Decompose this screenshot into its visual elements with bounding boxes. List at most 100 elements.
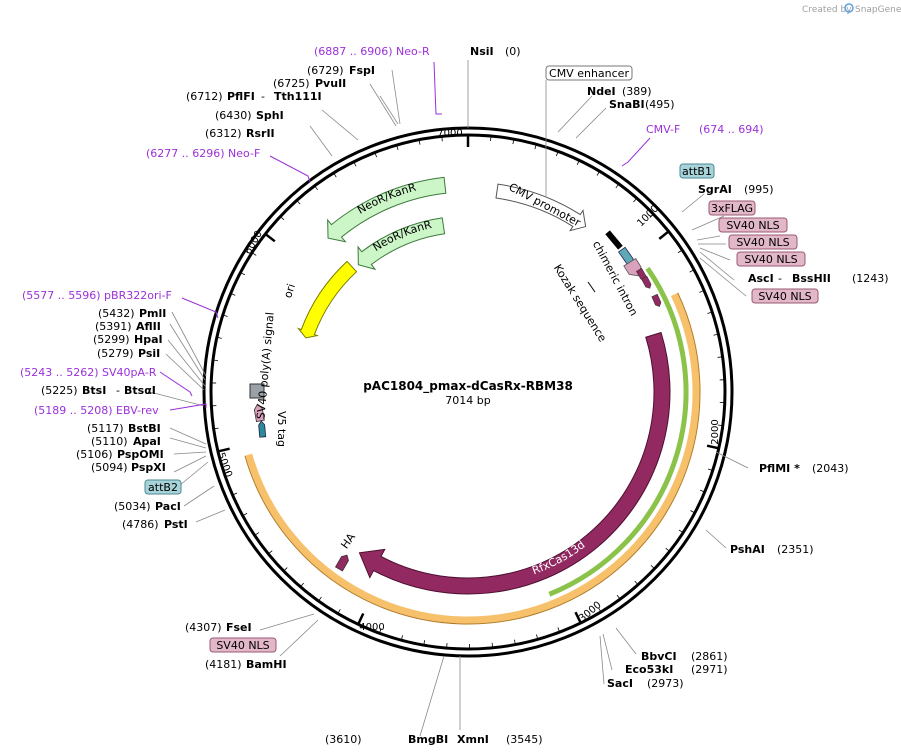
tick-mark: [665, 547, 670, 552]
site-asci-position: (1243): [852, 272, 889, 285]
site-pvuii-name[interactable]: PvuII: [315, 77, 346, 90]
site-bbvci-name[interactable]: BbvCI: [641, 650, 677, 663]
tick-mark: [337, 609, 341, 614]
boxed-feature-7[interactable]: [751, 288, 819, 304]
cmv-promoter-label: CMV promoter: [507, 181, 583, 230]
site-snabi-position: (495): [645, 98, 675, 111]
site-bamhi-name[interactable]: BamHI: [246, 658, 287, 671]
site-bmgbi-name[interactable]: BmgBI: [408, 733, 448, 746]
site-pspomi-name[interactable]: PspOMI: [117, 448, 164, 461]
site-pshai-name[interactable]: PshAI: [730, 543, 765, 556]
neor-kanr-feature-2[interactable]: [357, 217, 446, 271]
site-nsii-name[interactable]: NsiI: [470, 45, 494, 58]
site-sphi-name[interactable]: SphI: [256, 109, 284, 122]
boxed-feature-label-9: SV40 NLS: [216, 639, 269, 652]
boxed-feature-3[interactable]: [708, 200, 756, 216]
primer-connectors: [159, 61, 651, 411]
boxed-feature-8[interactable]: [144, 479, 182, 495]
site-btsi-name[interactable]: BtsI: [82, 384, 106, 397]
tick-mark: [374, 152, 378, 158]
site-sgrai-name[interactable]: SgrAI: [698, 183, 732, 196]
site-btsi-name2[interactable]: BtsαI: [124, 384, 156, 397]
site-pvuii-position: (6725): [273, 77, 310, 90]
site-aflii-position: (5391): [95, 320, 132, 333]
site-apai-position: (5110): [91, 435, 128, 448]
site-rsrii-name[interactable]: RsrII: [246, 127, 275, 140]
site-pflfi-name2[interactable]: Tth111I: [274, 90, 322, 103]
green-feature-arc: [548, 266, 689, 597]
tick-mark: [230, 293, 236, 296]
boxed-feature-label-7: SV40 NLS: [758, 290, 811, 303]
primer-label-3[interactable]: (6277 .. 6296) Neo-F: [146, 147, 260, 160]
site-pflmi-name[interactable]: PflMI *: [759, 462, 800, 475]
site-fsei-position: (4307): [185, 621, 222, 634]
attb2-feature[interactable]: [258, 420, 267, 438]
boxed-feature-6[interactable]: [736, 251, 806, 267]
ebv-feature[interactable]: [249, 383, 265, 399]
site-bstbi-name[interactable]: BstBI: [128, 422, 161, 435]
site-ndei-name[interactable]: NdeI: [587, 85, 616, 98]
boxed-feature-2[interactable]: [679, 163, 715, 179]
boxed-feature-4[interactable]: [718, 217, 788, 233]
chimeric-intron-feature[interactable]: [605, 230, 623, 250]
primer-label-1[interactable]: (6887 .. 6906) Neo-R: [314, 45, 430, 58]
tick-mark: [598, 607, 602, 613]
site-eco53ki-position: (2971): [691, 663, 728, 676]
site-pspxi-name[interactable]: PspXI: [131, 461, 166, 474]
neor-kanr-feature-1[interactable]: [327, 176, 447, 243]
primer-labels: (6887 .. 6906) Neo-R CMV-F (674 .. 694) (62…: [20, 45, 764, 417]
primer-label-4[interactable]: (5577 .. 5596) pBR322ori-F: [22, 289, 172, 302]
cmv-promoter-feature[interactable]: [495, 183, 587, 232]
tick-mark: [514, 639, 516, 645]
v5-tag-feature[interactable]: [253, 403, 265, 423]
tick-mark: [713, 333, 719, 336]
site-pflfi-position: (6712): [186, 90, 223, 103]
site-asci-name[interactable]: AscI: [748, 272, 774, 285]
tick-mark: [699, 290, 705, 293]
site-pflfi-dash: -: [261, 90, 265, 103]
tick-mark: [418, 139, 421, 145]
site-pflfi-name[interactable]: PflFI: [227, 90, 255, 103]
v5-tag-label: V5 tag: [275, 411, 288, 447]
primer-label-6[interactable]: (5189 .. 5208) EBV-rev: [34, 404, 159, 417]
boxed-feature-label-5: SV40 NLS: [736, 236, 789, 249]
boxed-feature-5[interactable]: [728, 234, 798, 250]
boxed-feature-1[interactable]: [545, 65, 633, 81]
site-fspi-name[interactable]: FspI: [349, 64, 375, 77]
site-xmni-position: (3545): [506, 733, 543, 746]
ori-label-group: ori: [281, 282, 298, 300]
site-pspxi-position: (5094): [91, 461, 128, 474]
primer-range-2: (674 .. 694): [699, 123, 764, 136]
site-apai-name[interactable]: ApaI: [133, 435, 161, 448]
site-hpai-name[interactable]: HpaI: [134, 333, 163, 346]
tick-mark: [574, 611, 582, 624]
ha-feature[interactable]: [334, 553, 351, 572]
site-eco53ki-name[interactable]: Eco53kI: [625, 663, 673, 676]
rfxcas13d-feature[interactable]: [358, 331, 671, 595]
site-aflii-name[interactable]: AflII: [136, 320, 161, 333]
site-fsei-name[interactable]: FseI: [226, 621, 252, 634]
primer-label-5[interactable]: (5243 .. 5262) SV40pA-R: [20, 366, 157, 379]
ori-feature[interactable]: [296, 260, 358, 339]
tick-mark: [353, 161, 357, 167]
site-snabi-name[interactable]: SnaBI: [609, 98, 645, 111]
boxed-feature-label-4: SV40 NLS: [726, 219, 779, 232]
site-saci-name[interactable]: SacI: [607, 677, 633, 690]
sv40-nls-feature-3[interactable]: [651, 293, 662, 307]
site-paci-name[interactable]: PacI: [155, 500, 181, 513]
site-asci-name2[interactable]: BssHII: [792, 272, 831, 285]
site-fspi-position: (6729): [307, 64, 344, 77]
site-xmni-name[interactable]: XmnI: [457, 733, 489, 746]
cmv-promoter-label-group: CMV promoter: [507, 181, 583, 230]
site-bbvci-position: (2861): [691, 650, 728, 663]
site-pmli-name[interactable]: PmlI: [139, 307, 166, 320]
primer-label-2[interactable]: CMV-F: [646, 123, 680, 136]
label-connectors: [149, 60, 749, 737]
site-psti-name[interactable]: PstI: [164, 518, 188, 531]
tick-mark: [634, 580, 639, 585]
sv40-nls-feature-2[interactable]: [641, 275, 653, 289]
site-psii-name[interactable]: PsiI: [138, 347, 160, 360]
site-psti-position: (4786): [122, 518, 159, 531]
boxed-feature-9[interactable]: [209, 637, 277, 653]
